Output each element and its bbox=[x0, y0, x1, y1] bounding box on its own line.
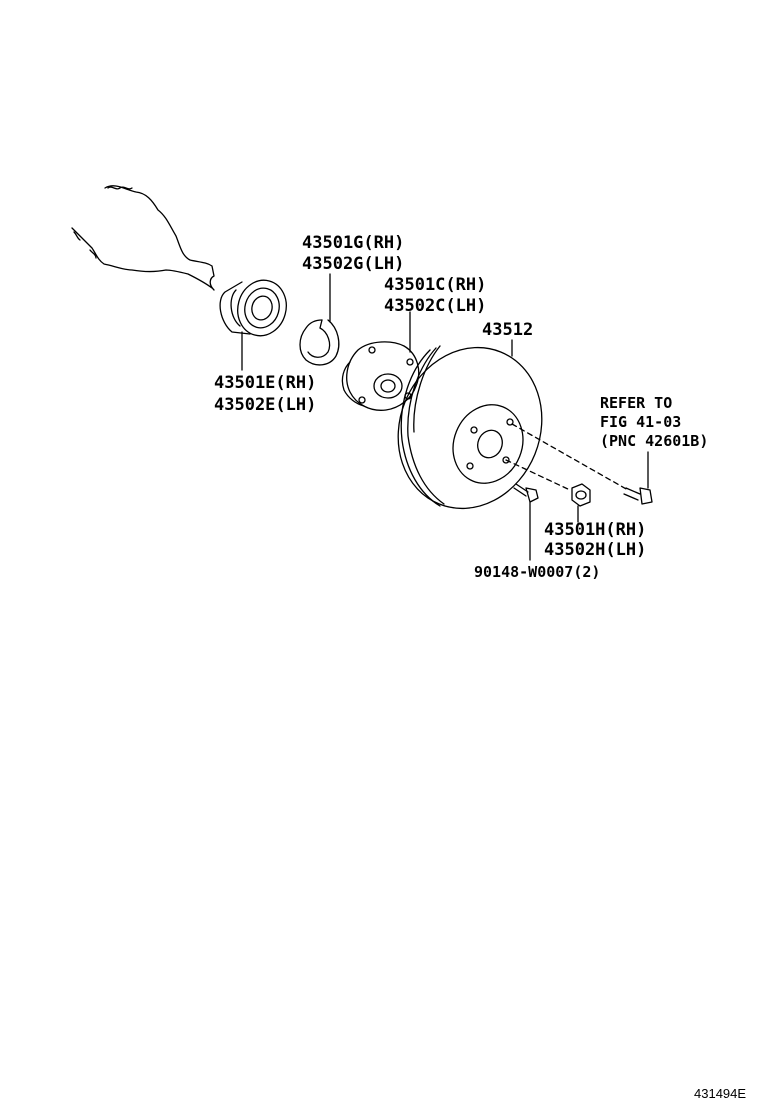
axle-hub bbox=[342, 342, 418, 410]
label-hub-lh: 43502C(LH) bbox=[384, 296, 487, 316]
reference-line-1: REFER TO bbox=[600, 394, 673, 412]
label-nut-lh: 43502H(LH) bbox=[544, 540, 647, 560]
knuckle-squiggle bbox=[74, 187, 132, 258]
knuckle-outline bbox=[72, 186, 214, 290]
set-screw bbox=[514, 484, 538, 502]
label-screw: 90148-W0007(2) bbox=[474, 563, 601, 581]
label-bearing-lh: 43502E(LH) bbox=[214, 395, 317, 415]
label-bearing-rh: 43501E(RH) bbox=[214, 373, 317, 393]
hub-bolt bbox=[624, 488, 652, 504]
label-disc: 43512 bbox=[482, 320, 534, 340]
label-hub-rh: 43501C(RH) bbox=[384, 275, 487, 295]
label-snap-ring-rh: 43501G(RH) bbox=[302, 233, 405, 253]
reference-line-3: (PNC 42601B) bbox=[600, 432, 709, 450]
label-nut-rh: 43501H(RH) bbox=[544, 520, 647, 540]
reference-line-2: FIG 41-03 bbox=[600, 413, 682, 431]
hub-nut bbox=[572, 484, 590, 506]
brake-disc bbox=[374, 326, 565, 531]
figure-id: 431494E bbox=[694, 1086, 747, 1101]
stud-paths bbox=[506, 424, 628, 490]
snap-ring bbox=[300, 320, 339, 365]
hub-bearing bbox=[220, 275, 292, 342]
label-snap-ring-lh: 43502G(LH) bbox=[302, 254, 405, 274]
